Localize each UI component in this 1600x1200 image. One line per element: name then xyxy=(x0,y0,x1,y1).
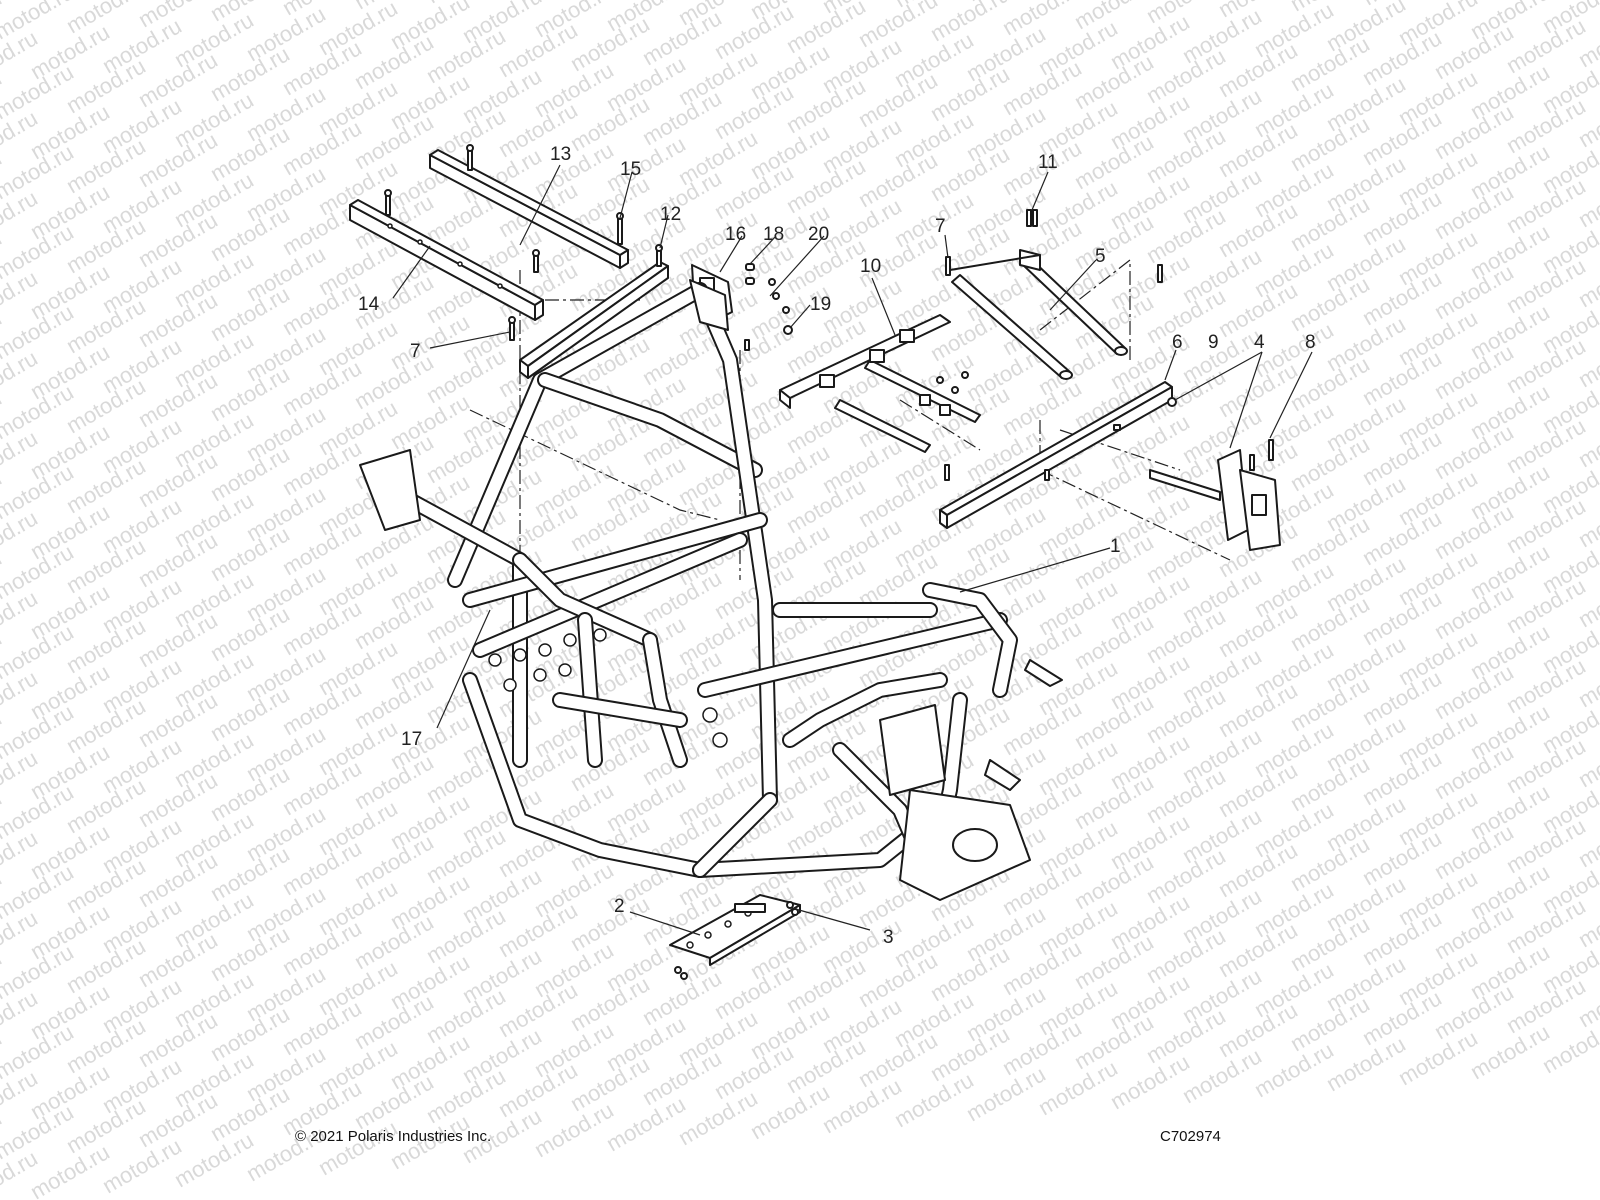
callout-8: 8 xyxy=(1305,332,1316,353)
callout-10: 10 xyxy=(860,256,881,277)
callout-4: 4 xyxy=(1254,332,1265,353)
callout-9: 9 xyxy=(1208,332,1219,353)
callout-11: 11 xyxy=(1038,152,1058,173)
callout-18: 18 xyxy=(763,224,784,245)
callout-12: 12 xyxy=(660,204,681,225)
callout-19: 19 xyxy=(810,294,831,315)
callout-17: 17 xyxy=(401,729,422,750)
callout-20: 20 xyxy=(808,224,829,245)
rear-crossbar-14 xyxy=(349,199,544,321)
bolts-and-nuts-top xyxy=(384,144,793,351)
fasteners-3 xyxy=(674,901,799,980)
rear-crossbar-13 xyxy=(429,149,629,269)
callout-6: 6 xyxy=(1172,332,1183,353)
callout-3: 3 xyxy=(883,927,894,948)
callout-13: 13 xyxy=(550,144,571,165)
seat-rail-12 xyxy=(519,261,669,379)
callout-5: 5 xyxy=(1095,246,1106,267)
callout-2: 2 xyxy=(614,896,625,917)
callout-16: 16 xyxy=(725,224,746,245)
callout-7a: 7 xyxy=(935,216,946,237)
callout-14: 14 xyxy=(358,294,380,315)
drawing-number: C702974 xyxy=(1160,1128,1221,1145)
main-frame-1 xyxy=(359,279,1063,901)
callout-1: 1 xyxy=(1110,536,1121,557)
callout-15: 15 xyxy=(620,159,641,180)
seat-base-10 xyxy=(779,314,981,453)
tube-crossmember-5 xyxy=(949,249,1128,380)
callouts: 1 2 3 4 5 6 7 7 8 9 10 11 12 13 14 15 16… xyxy=(358,144,1316,948)
bolts-right xyxy=(936,209,1274,481)
callout-7b: 7 xyxy=(410,341,421,362)
bracket-4 xyxy=(1149,449,1281,551)
rail-6 xyxy=(939,381,1173,529)
copyright-text: © 2021 Polaris Industries Inc. xyxy=(295,1128,492,1145)
skid-plate-2 xyxy=(669,894,801,966)
leader-lines xyxy=(392,164,1313,936)
